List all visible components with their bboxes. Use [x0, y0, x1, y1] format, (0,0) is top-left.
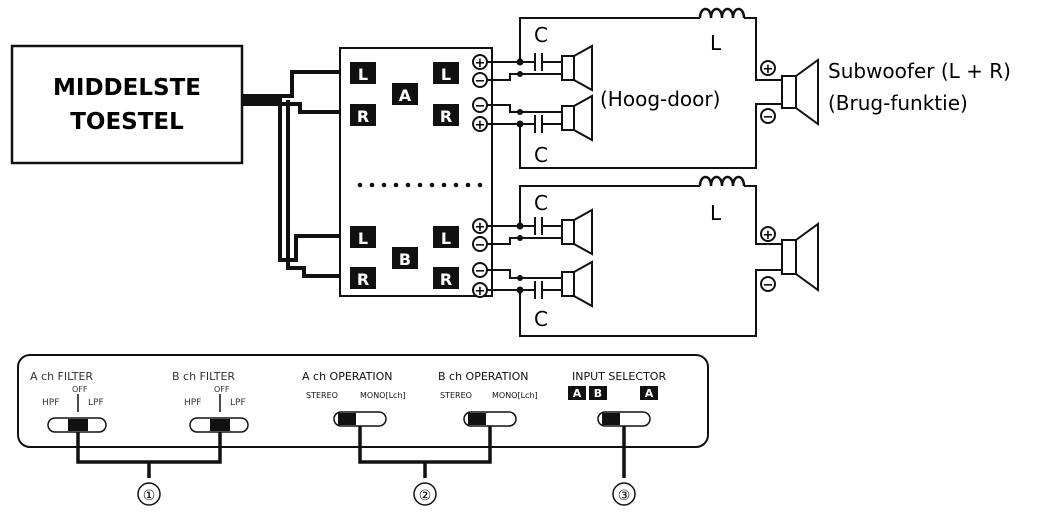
top-tweeter-b: [561, 94, 593, 142]
a-operation-title: A ch OPERATION: [302, 370, 393, 383]
b-filter-lpf-label: LPF: [230, 398, 246, 408]
b-operation-group: B ch OPERATION STEREO MONO[Lch]: [438, 370, 538, 427]
input-selector-b-badge: B: [594, 387, 602, 400]
terminal-minus-icon: −: [763, 110, 774, 125]
tweeter-label: (Hoog-door): [600, 87, 720, 111]
b-filter-off-label: OFF: [214, 385, 230, 394]
source-unit: MIDDELSTE TOESTEL: [10, 44, 244, 165]
top-capacitor-label-lower: C: [534, 143, 548, 167]
input-cables: [242, 70, 350, 278]
control-panel: A ch FILTER OFF HPF LPF B ch FILTER OFF …: [17, 354, 709, 448]
terminal-plus-icon: +: [475, 284, 486, 299]
callout-3: ③: [612, 482, 636, 506]
amplifier: L R A L R + − − + L: [339, 47, 493, 299]
amplifier-divider: [357, 182, 483, 188]
bottom-inductor: [698, 175, 746, 187]
callout-2: ②: [413, 482, 437, 506]
a-filter-off-label: OFF: [72, 385, 88, 394]
terminal-plus-icon: +: [763, 228, 774, 243]
terminal-minus-icon: −: [763, 278, 774, 293]
bottom-tweeter-b: [561, 260, 593, 308]
top-tweeter-a: [561, 44, 593, 92]
a-operation-switch-knob[interactable]: [338, 413, 356, 425]
channel-a-output-right: R: [440, 107, 452, 126]
bridge-label: (Brug-funktie): [828, 91, 968, 115]
bottom-subwoofer: + −: [760, 222, 819, 293]
bottom-inductor-label: L: [710, 201, 722, 225]
a-filter-hpf-label: HPF: [42, 398, 59, 408]
callout-1: ①: [137, 482, 161, 506]
b-operation-mono-label: MONO[Lch]: [492, 391, 538, 400]
callout-1-label: ①: [143, 488, 156, 504]
a-operation-stereo-label: STEREO: [306, 391, 338, 400]
input-selector-switch-knob[interactable]: [602, 413, 620, 425]
a-filter-switch-knob[interactable]: [68, 419, 88, 431]
a-operation-mono-label: MONO[Lch]: [360, 391, 406, 400]
input-selector-a-only-badge: A: [645, 387, 654, 400]
bottom-tweeter-a: [561, 208, 593, 256]
b-filter-group: B ch FILTER OFF HPF LPF: [172, 370, 249, 433]
top-inductor-label: L: [710, 31, 722, 55]
input-selector-title: INPUT SELECTOR: [572, 370, 666, 383]
callout-brackets: [76, 426, 626, 478]
terminal-minus-icon: −: [475, 238, 486, 253]
channel-b-input-right: R: [357, 270, 369, 289]
top-subwoofer: + −: [760, 58, 819, 126]
callout-2-label: ②: [419, 488, 432, 504]
top-speaker-wiring: [487, 17, 782, 169]
channel-a-badge: A: [399, 86, 412, 105]
top-capacitor-label-upper: C: [534, 23, 548, 47]
channel-b-block: L R B L R + − − +: [350, 218, 488, 299]
terminal-minus-icon: −: [475, 264, 486, 279]
bottom-capacitor-label-upper: C: [534, 191, 548, 215]
bottom-speaker-wiring: [487, 185, 782, 337]
a-filter-lpf-label: LPF: [88, 398, 104, 408]
source-unit-label-line2: TOESTEL: [70, 109, 184, 135]
channel-b-input-left: L: [358, 229, 368, 248]
terminal-minus-icon: −: [475, 74, 486, 89]
a-filter-title: A ch FILTER: [30, 370, 93, 383]
a-filter-group: A ch FILTER OFF HPF LPF: [30, 370, 107, 433]
source-unit-label-line1: MIDDELSTE: [53, 75, 201, 101]
channel-a-input-right: R: [357, 107, 369, 126]
b-filter-hpf-label: HPF: [184, 398, 201, 408]
channel-a-input-left: L: [358, 65, 368, 84]
b-operation-title: B ch OPERATION: [438, 370, 529, 383]
channel-b-output-left: L: [441, 229, 451, 248]
terminal-plus-icon: +: [475, 118, 486, 133]
terminal-plus-icon: +: [475, 220, 486, 235]
top-inductor: [698, 7, 746, 19]
terminal-minus-icon: −: [475, 99, 486, 114]
channel-b-terminals: + − − +: [472, 218, 488, 299]
channel-b-output-right: R: [440, 270, 452, 289]
subwoofer-label: Subwoofer (L + R): [828, 59, 1011, 83]
bottom-capacitor-label-lower: C: [534, 307, 548, 331]
b-filter-switch-knob[interactable]: [210, 419, 230, 431]
b-operation-stereo-label: STEREO: [440, 391, 472, 400]
b-filter-title: B ch FILTER: [172, 370, 235, 383]
b-operation-switch-knob[interactable]: [468, 413, 486, 425]
terminal-plus-icon: +: [475, 56, 486, 71]
channel-a-output-left: L: [441, 65, 451, 84]
input-selector-a-badge: A: [573, 387, 582, 400]
terminal-plus-icon: +: [763, 62, 774, 77]
channel-b-badge: B: [399, 250, 411, 269]
callout-3-label: ③: [618, 488, 631, 504]
